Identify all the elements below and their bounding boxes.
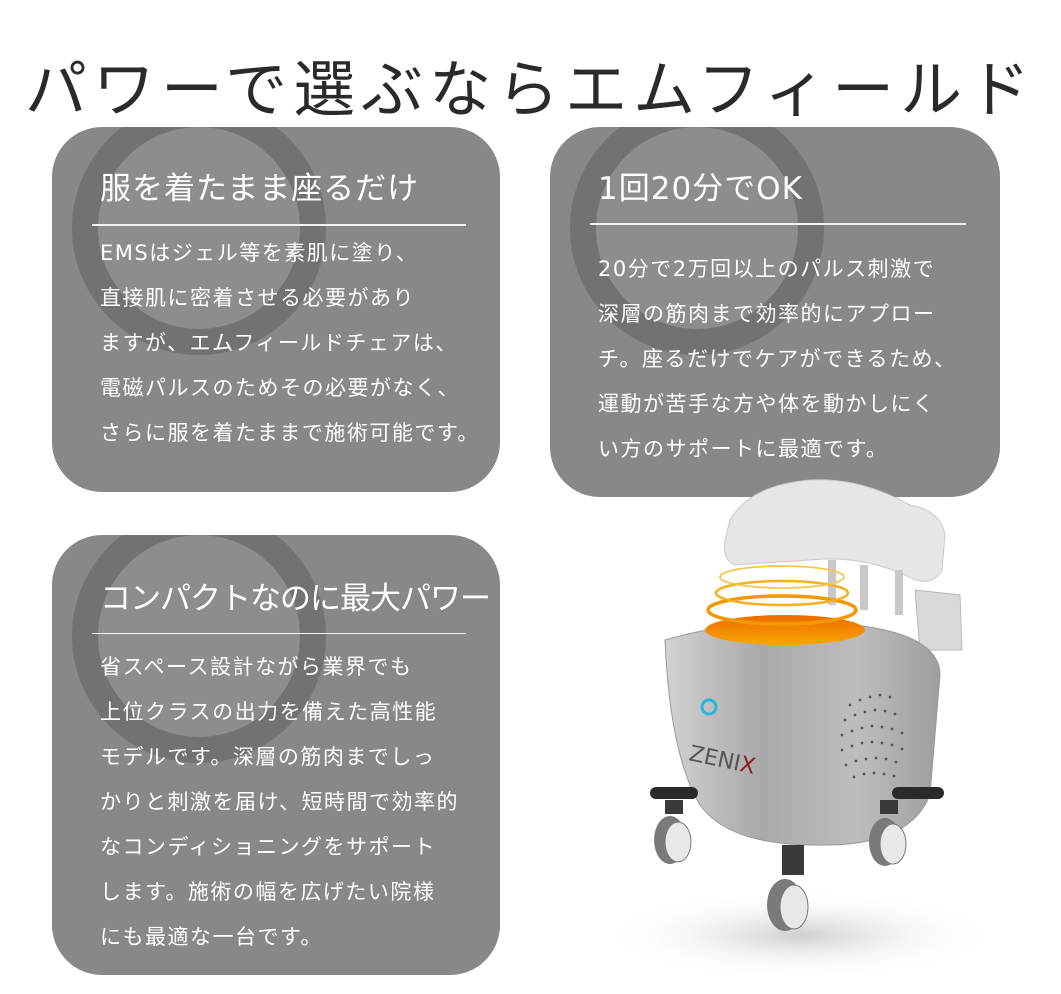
feature-card-compact-power: コンパクトなのに最大パワー 省スペース設計ながら業界でも 上位クラスの出力を備え… [52, 535, 500, 975]
card-body-line: かりと刺激を届け、短時間で効率的 [100, 790, 459, 814]
card-title: 服を着たまま座るだけ [100, 171, 420, 207]
card-body-line: さらに服を着たままで施術可能です。 [100, 421, 480, 445]
card-title: 1回20分でOK [598, 171, 803, 207]
card-body-line: EMSはジェル等を素肌に塗り、 [100, 241, 419, 265]
card-title: コンパクトなのに最大パワー [100, 581, 491, 617]
card-divider [590, 223, 966, 225]
ems-chair-product-image: ZENIX [600, 465, 1061, 985]
card-body-line: します。施術の幅を広げたい院様 [100, 880, 436, 904]
card-body-line: モデルです。深層の筋肉までしっ [100, 745, 436, 769]
feature-card-20-minutes: 1回20分でOK 20分で2万回以上のパルス刺激で 深層の筋肉まで効率的にアプロ… [550, 127, 1000, 497]
card-body-line: ますが、エムフィールドチェアは、 [100, 331, 458, 355]
card-body-line: 20分で2万回以上のパルス刺激で [598, 257, 936, 281]
card-body-line: 直接肌に密着させる必要があり [100, 286, 415, 310]
card-body-line: チ。座るだけでケアができるため、 [598, 347, 957, 371]
ems-chair-icon: ZENIX [600, 479, 1000, 980]
card-divider [92, 633, 466, 634]
page-headline: パワーで選ぶならエムフィールド [24, 52, 1037, 126]
card-body-line: 運動が苦手な方や体を動かしにく [598, 392, 936, 416]
card-body-line: 深層の筋肉まで効率的にアプロー [598, 302, 936, 326]
feature-card-wear-clothes: 服を着たまま座るだけ EMSはジェル等を素肌に塗り、 直接肌に密着させる必要があ… [52, 127, 500, 492]
card-body-line: 省スペース設計ながら業界でも [100, 655, 413, 679]
card-body: 省スペース設計ながら業界でも 上位クラスの出力を備えた高性能 モデルです。深層の… [100, 645, 459, 960]
card-body-line: 上位クラスの出力を備えた高性能 [100, 700, 438, 724]
card-body-line: にも最適な一台です。 [100, 925, 323, 949]
card-body: EMSはジェル等を素肌に塗り、 直接肌に密着させる必要があり ますが、エムフィー… [100, 231, 480, 456]
card-body-line: い方のサポートに最適です。 [598, 437, 889, 461]
card-body-line: 電磁パルスのためその必要がなく、 [100, 376, 460, 400]
card-body-line: なコンディショニングをサポート [100, 835, 437, 859]
card-body: 20分で2万回以上のパルス刺激で 深層の筋肉まで効率的にアプロー チ。座るだけで… [598, 247, 957, 472]
card-divider [92, 224, 466, 226]
